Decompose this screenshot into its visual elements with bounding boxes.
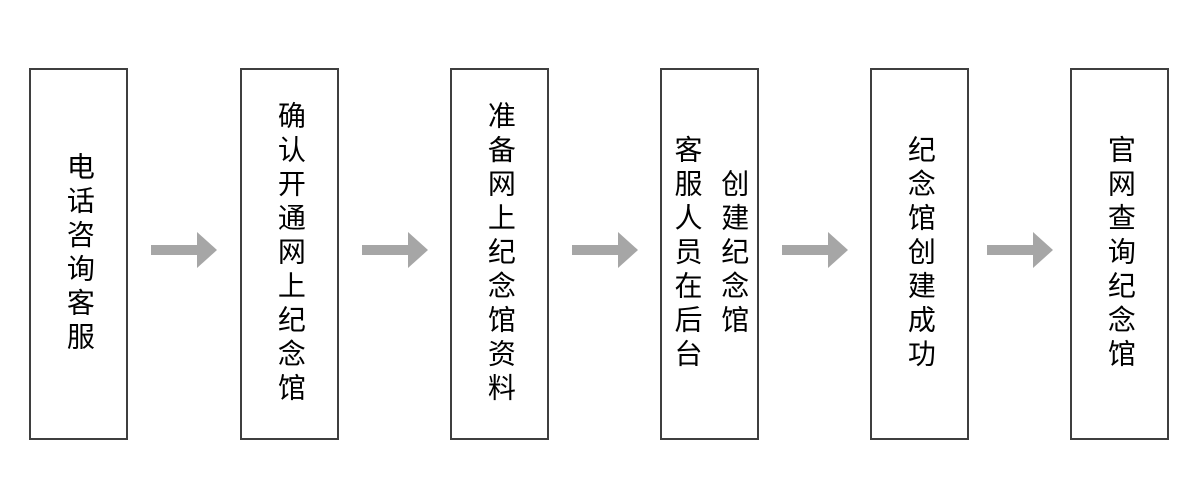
flow-step-text-line-2: 创建纪念馆 [718,169,750,339]
flow-step-label: 准备网上纪念馆资料 [484,101,516,407]
flow-step-prepare-materials: 准备网上纪念馆资料 [450,68,549,440]
flow-step-confirm-open: 确认开通网上纪念馆 [240,68,339,440]
flow-step-text: 官网查询纪念馆 [1104,135,1136,373]
arrow-right-icon [987,232,1053,268]
flow-step-staff-create-backend: 客服人员在后台 创建纪念馆 [660,68,759,440]
arrow-right-icon [572,232,638,268]
arrow-right-shape [782,232,848,268]
arrow-right-icon [151,232,217,268]
flow-step-label: 电话咨询客服 [63,152,95,356]
flow-step-text: 确认开通网上纪念馆 [274,101,306,407]
arrow-right-shape [572,232,638,268]
flow-step-label: 纪念馆创建成功 [904,135,936,373]
arrow-right-shape [362,232,428,268]
flow-step-text: 电话咨询客服 [63,152,95,356]
flow-step-label: 确认开通网上纪念馆 [274,101,306,407]
flow-step-text: 纪念馆创建成功 [904,135,936,373]
arrow-right-shape [151,232,217,268]
flow-step-query-official-site: 官网查询纪念馆 [1070,68,1169,440]
flow-step-create-success: 纪念馆创建成功 [870,68,969,440]
arrow-right-shape [987,232,1053,268]
flow-step-label: 官网查询纪念馆 [1104,135,1136,373]
flow-step-text: 准备网上纪念馆资料 [484,101,516,407]
arrow-right-icon [362,232,428,268]
arrow-right-icon [782,232,848,268]
flow-step-text-line-1: 客服人员在后台 [671,135,703,373]
flow-step-phone-consult: 电话咨询客服 [29,68,128,440]
flow-step-label: 客服人员在后台 创建纪念馆 [671,135,750,373]
